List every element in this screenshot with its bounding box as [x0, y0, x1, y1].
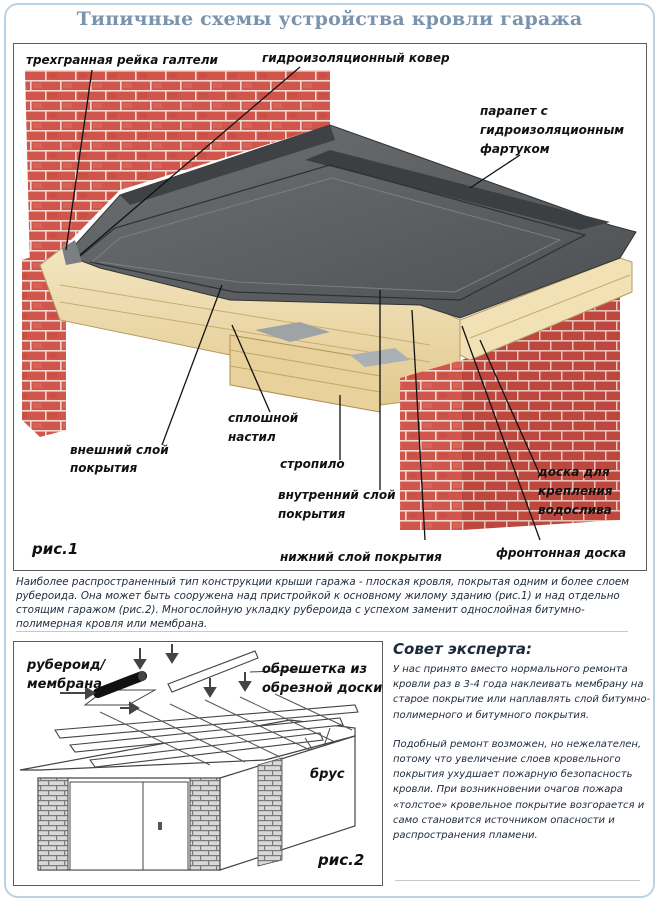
- callout-fillet-strip: трехгранная рейка галтели: [26, 53, 218, 67]
- callout-waterproof-carpet: гидроизоляционный ковер: [262, 51, 450, 65]
- inner-layer-strip: [255, 322, 330, 342]
- callout-roll-line-2: мембрана: [27, 677, 102, 692]
- callout-parapet-line-3: фартуком: [480, 142, 550, 156]
- callout-solid-deck-line-2: настил: [228, 430, 276, 444]
- callout-lath-line-2: обрезной доски: [262, 681, 383, 696]
- figure-caption: Наиболее распространенный тип конструкци…: [16, 576, 630, 630]
- parapet-top: [305, 150, 610, 230]
- garage-side-wall: [219, 735, 356, 871]
- tip-divider: [395, 880, 640, 881]
- caption-divider: [16, 631, 628, 632]
- expert-tip-heading: Совет эксперта:: [393, 640, 532, 658]
- callout-roll-line-1: рубероид/: [27, 658, 106, 673]
- callout-drip-board-line-1: доска для: [538, 465, 610, 479]
- callout-beam: брус: [310, 767, 345, 782]
- figure-2-label: рис.2: [318, 851, 365, 869]
- expert-tip-paragraph-1: У нас принято вместо нормального ремонта…: [393, 664, 651, 721]
- house-brick-wall: [25, 70, 330, 268]
- callout-parapet-line-2: гидроизоляционным: [480, 123, 625, 137]
- expert-tip-paragraph-2: Подобный ремонт возможен, но нежелателен…: [393, 738, 645, 842]
- callout-gable-board: фронтонная доска: [496, 546, 627, 560]
- right-brick-wall-front: [400, 360, 462, 530]
- roll-cylinder: [93, 671, 147, 698]
- callout-rafter: стропило: [280, 457, 345, 471]
- callout-inner-layer-line-2: покрытия: [278, 507, 346, 521]
- expert-tip-body: У нас принято вместо нормального ремонта…: [393, 662, 651, 857]
- left-pillar-bricks: [37, 777, 69, 871]
- callout-solid-deck-line-1: сплошной: [228, 411, 299, 425]
- right-pillar-bricks: [189, 777, 221, 871]
- callout-lath-line-1: обрешетка из: [262, 662, 368, 677]
- lath-board-floating: [167, 650, 259, 693]
- callout-outer-layer-line-1: внешний слой: [70, 443, 169, 457]
- page-title: Типичные схемы устройства кровли гаража: [76, 8, 583, 30]
- callout-inner-layer-line-1: внутренний слой: [278, 488, 396, 502]
- callout-drip-board-line-2: крепления: [538, 484, 613, 498]
- callout-outer-layer-line-2: покрытия: [70, 461, 138, 475]
- callout-parapet-line-1: парапет с: [480, 104, 548, 118]
- garage-door: [69, 781, 189, 871]
- callout-drip-board-line-3: водослива: [538, 503, 612, 517]
- side-wall-bricks: [257, 757, 283, 867]
- parapet-apron: [120, 125, 335, 205]
- figure-1-label: рис.1: [32, 540, 79, 558]
- right-brick-wall-side: [462, 292, 620, 530]
- callout-bottom-layer: нижний слой покрытия: [280, 550, 442, 564]
